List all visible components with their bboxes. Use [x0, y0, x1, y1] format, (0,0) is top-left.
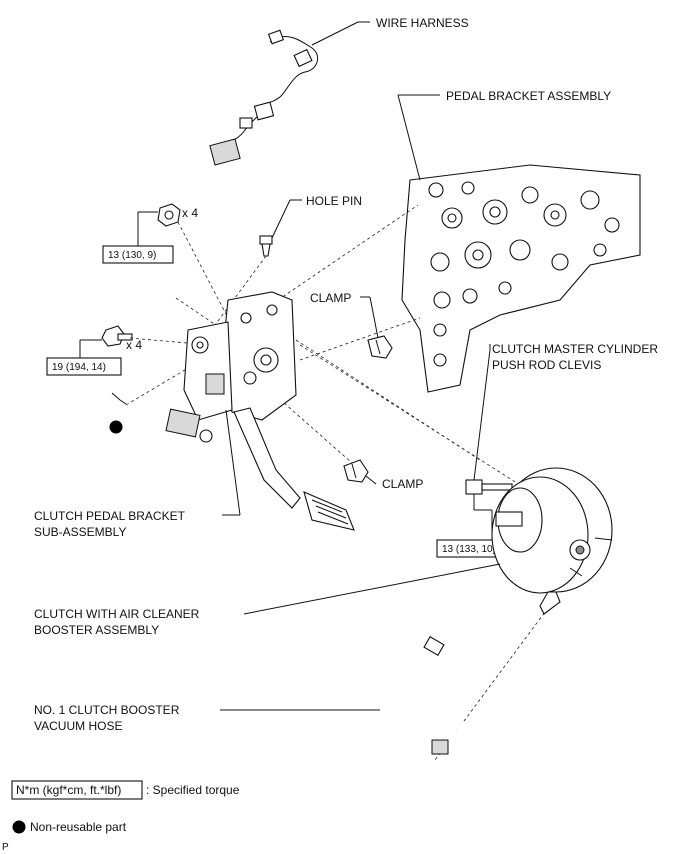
pedal-bracket-assembly-label: PEDAL BRACKET ASSEMBLY [446, 89, 611, 103]
clamp-lower-leader [365, 475, 377, 485]
booster-leader [243, 563, 501, 615]
clamp-upper-part [367, 335, 393, 359]
clevis-label-line2: PUSH ROD CLEVIS [492, 358, 601, 372]
nut-part [157, 203, 181, 227]
nonreusable-dot-icon [12, 820, 26, 834]
wire-harness-leader [311, 21, 359, 46]
pedal-bracket-sub-label-line1: CLUTCH PEDAL BRACKET [34, 509, 186, 523]
clevis-torque-value: 13 (133, 10) [442, 544, 496, 555]
legend-torque-description: : Specified torque [146, 783, 240, 797]
clevis-leader [473, 349, 491, 481]
nut-torque-box [102, 245, 174, 264]
bolt-torque-box [46, 357, 122, 376]
pedal-bracket-sub-leader [225, 409, 241, 516]
booster-label-line2: BOOSTER ASSEMBLY [34, 623, 159, 637]
booster-label-line1: CLUTCH WITH AIR CLEANER [34, 607, 200, 621]
vacuum-hose-part [379, 636, 465, 774]
hole-pin-part [259, 235, 273, 257]
clevis-label-line1: CLUTCH MASTER CYLINDER [492, 342, 658, 356]
clamp-lower-label: CLAMP [382, 477, 423, 491]
clamp-upper-label: CLAMP [310, 291, 351, 305]
clutch-pedal-bracket-part [165, 291, 355, 531]
bolt-part [101, 325, 133, 347]
clamp-lower-part [343, 459, 369, 483]
corner-mark: P [2, 842, 9, 853]
legend-nonreusable-label: Non-reusable part [30, 820, 127, 834]
pedal-bracket-sub-label-line2: SUB-ASSEMBLY [34, 525, 126, 539]
clamp-upper-leader [369, 296, 379, 339]
hole-pin-label: HOLE PIN [306, 194, 362, 208]
vacuum-hose-label-line1: NO. 1 CLUTCH BOOSTER [34, 703, 180, 717]
nut-torque-value: 13 (130, 9) [108, 250, 156, 261]
vacuum-hose-label-line2: VACUUM HOSE [34, 719, 122, 733]
nut-quantity: x 4 [182, 206, 198, 220]
hole-pin-leader [271, 199, 291, 239]
pedal-bracket-assembly-leader [397, 94, 421, 181]
pedal-bracket-assembly-part [401, 164, 641, 393]
wire-harness-part [209, 29, 319, 166]
nonreusable-clip-part [109, 392, 127, 434]
bolt-quantity: x 4 [126, 338, 142, 352]
booster-assembly-part [491, 467, 613, 615]
clevis-part [465, 479, 513, 495]
legend-torque-units: N*m (kgf*cm, ft.*lbf) [16, 783, 121, 797]
legend-torque-box [11, 780, 143, 800]
wire-harness-label: WIRE HARNESS [376, 16, 469, 30]
bolt-torque-value: 19 (194, 14) [52, 362, 106, 373]
